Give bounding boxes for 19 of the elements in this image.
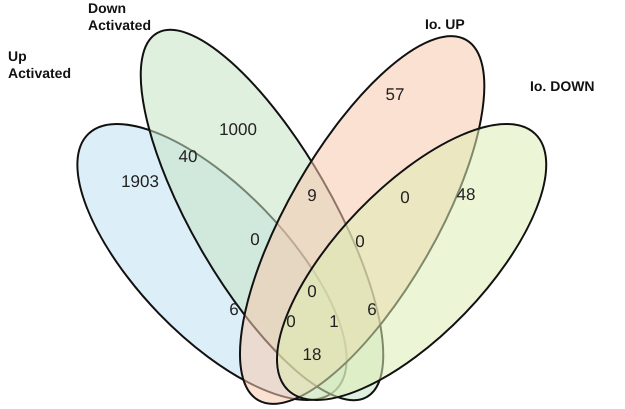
count-label: 18	[302, 345, 322, 365]
count-label: 6	[367, 300, 377, 320]
count-label: 0	[286, 312, 296, 332]
count-label: 0	[400, 188, 410, 208]
count-label: 1000	[219, 120, 257, 140]
count-label: 40	[178, 147, 198, 167]
count-label: 1	[329, 312, 339, 332]
count-label: 1903	[121, 172, 159, 192]
set-label: Io. UP	[424, 16, 466, 33]
count-label: 0	[307, 282, 317, 302]
set-label: Up Activated	[8, 48, 72, 82]
count-label: 6	[229, 300, 239, 320]
count-label: 57	[386, 85, 404, 105]
count-label: 48	[456, 185, 476, 205]
set-label: Down Activated	[88, 0, 152, 34]
count-label: 9	[307, 186, 317, 206]
count-label: 0	[355, 232, 365, 252]
set-label: Io. DOWN	[530, 78, 596, 95]
count-label: 0	[250, 230, 260, 250]
